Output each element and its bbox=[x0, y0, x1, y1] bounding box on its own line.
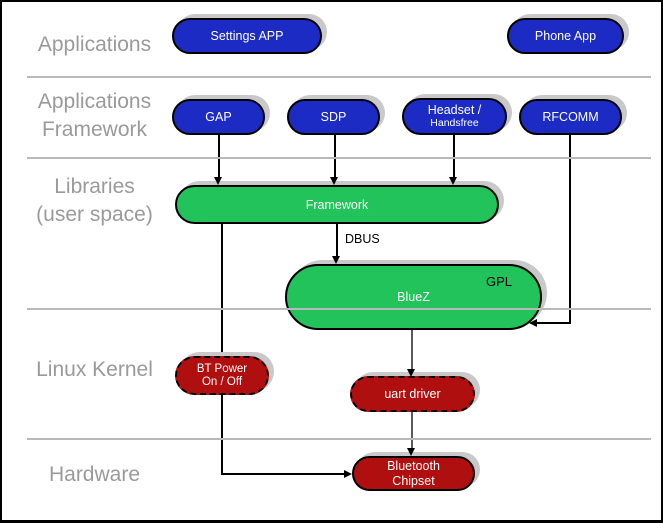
edge-framework-to-chipset-horizontal bbox=[221, 473, 346, 475]
layer-label-linux-kernel: Linux Kernel bbox=[36, 358, 153, 381]
layer-separator-4 bbox=[27, 438, 651, 440]
edge-rfcomm-horizontal bbox=[535, 322, 571, 324]
node-uart-driver: uart driver bbox=[350, 376, 475, 412]
arrowhead-gap-framework bbox=[214, 177, 222, 185]
node-framework: Framework bbox=[175, 185, 499, 224]
node-phone-app: Phone App bbox=[507, 18, 624, 54]
arrowhead-framework-bluez bbox=[332, 256, 340, 264]
layer-separator-3 bbox=[27, 308, 651, 310]
arrowhead-rfcomm-bluez bbox=[529, 318, 537, 327]
arrowhead-sdp-framework bbox=[330, 177, 338, 185]
node-bt-power-on-off: BT Power On / Off bbox=[175, 356, 269, 395]
arrowhead-to-chipset-left bbox=[344, 469, 352, 478]
gpl-badge: GPL bbox=[485, 274, 512, 289]
arrowhead-uart-chipset bbox=[407, 448, 415, 456]
layer-label-applications: Applications bbox=[37, 33, 152, 56]
layer-label-applications-framework: Applications Framework bbox=[37, 90, 152, 141]
edge-uart-to-chipset bbox=[411, 412, 413, 449]
layer-label-hardware: Hardware bbox=[48, 463, 141, 486]
edge-rfcomm-vertical bbox=[569, 135, 571, 324]
node-gap: GAP bbox=[172, 99, 265, 135]
node-settings-app: Settings APP bbox=[172, 18, 322, 54]
node-headset-handsfree: Headset / Handsfree bbox=[402, 98, 507, 135]
arrowhead-headset-framework bbox=[449, 177, 457, 185]
layer-label-libraries-user-space: Libraries (user space) bbox=[36, 175, 153, 226]
edge-label-dbus: DBUS bbox=[345, 232, 380, 246]
node-bluetooth-chipset: Bluetooth Chipset bbox=[352, 456, 475, 491]
node-bluez: BlueZ GPL bbox=[285, 264, 542, 330]
arrowhead-bluez-uart bbox=[407, 369, 415, 377]
layer-separator-1 bbox=[27, 76, 651, 78]
edge-headset-to-framework bbox=[453, 134, 455, 179]
node-rfcomm: RFCOMM bbox=[519, 99, 622, 135]
edge-bluez-to-uart bbox=[411, 330, 413, 371]
edge-framework-to-bluez bbox=[336, 224, 338, 258]
edge-framework-to-chipset-vertical bbox=[221, 224, 223, 475]
node-sdp: SDP bbox=[287, 99, 380, 135]
layer-separator-2 bbox=[27, 157, 651, 159]
